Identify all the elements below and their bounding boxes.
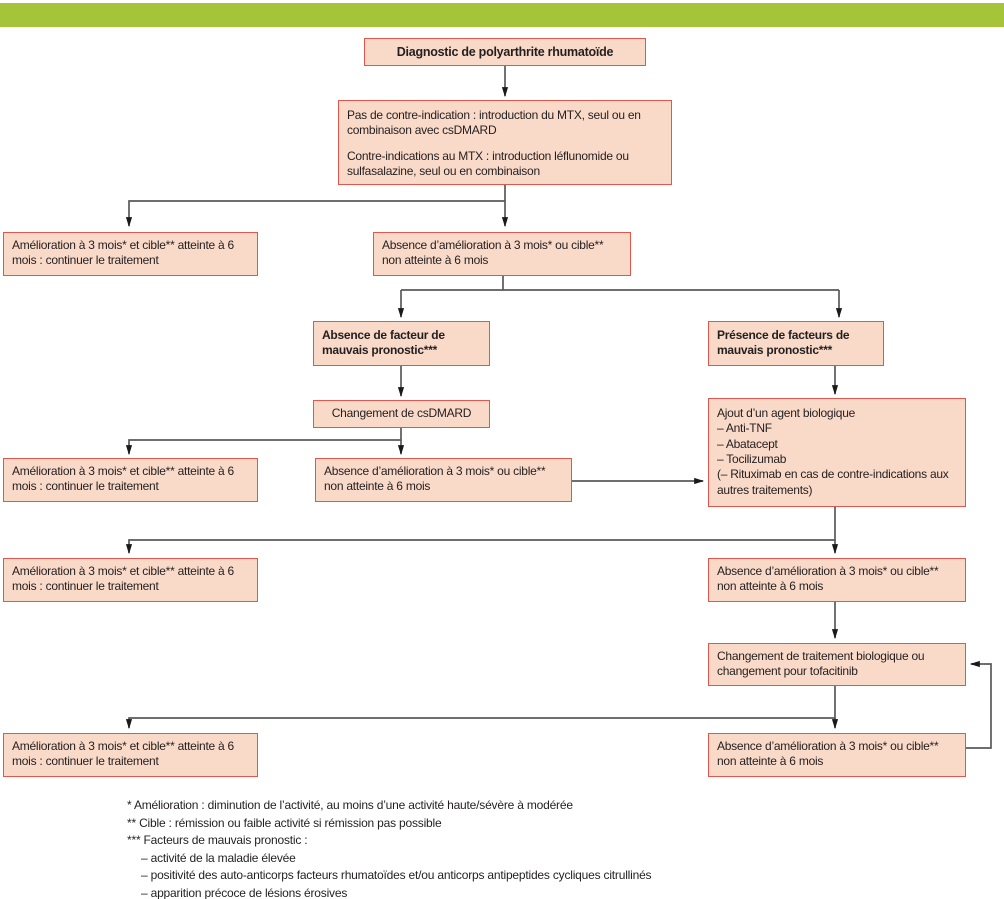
node-diagnosis: Diagnostic de polyarthrite rhumatoïde	[364, 38, 646, 66]
biologic-title: Ajout d’un agent biologique	[717, 406, 856, 420]
connector-changebio-split	[125, 686, 836, 730]
footnote-prognosis-title: *** Facteurs de mauvais pronostic :	[127, 833, 308, 847]
footnote-prognosis-item-1: – activité de la maladie élevée	[141, 850, 296, 865]
node-no-improvement-1: Absence d’amélioration à 3 mois* ou cibl…	[373, 232, 631, 276]
node-no-improvement-4: Absence d’amélioration à 3 mois* ou cibl…	[708, 733, 966, 777]
node-improvement-continue-4: Amélioration à 3 mois* et cible** attein…	[3, 733, 258, 777]
footnotes: * Amélioration : diminution de l’activit…	[127, 797, 652, 899]
mtx-contraindication-text: Contre-indications au MTX : introduction…	[347, 148, 629, 179]
node-change-csdmard: Changement de csDMARD	[313, 400, 490, 428]
footnote-amelioration: * Amélioration : diminution de l’activit…	[127, 798, 573, 812]
biologic-option-tocilizumab: – Tocilizumab	[717, 452, 787, 467]
biologic-option-rituximab: (– Rituximab en cas de contre-indication…	[717, 467, 949, 497]
node-no-improvement-2: Absence d’amélioration à 3 mois* ou cibl…	[315, 458, 572, 502]
node-no-poor-prognosis: Absence de facteur de mauvais pronostic*…	[313, 321, 490, 366]
node-no-improvement-3: Absence d’amélioration à 3 mois* ou cibl…	[708, 558, 966, 602]
node-improvement-continue-1: Amélioration à 3 mois* et cible** attein…	[3, 232, 258, 276]
node-mtx-introduction: Pas de contre-indication : introduction …	[338, 100, 672, 186]
footnote-prognosis-item-3: – apparition précoce de lésions érosives	[141, 885, 348, 899]
footnote-cible: ** Cible : rémission ou faible activité …	[127, 815, 442, 830]
biologic-option-anti-tnf: – Anti-TNF	[717, 421, 772, 436]
arrow-feedback-loop	[966, 660, 992, 749]
connector-csdmard-split	[125, 428, 402, 456]
header-bar	[0, 3, 1004, 27]
biologic-option-abatacept: – Abatacept	[717, 436, 778, 451]
node-add-biologic: Ajout d’un agent biologique – Anti-TNF –…	[708, 398, 966, 507]
connector-intro-split	[125, 185, 506, 228]
connector-biologic-split	[125, 507, 836, 555]
node-change-biologic: Changement de traitement biologique ou c…	[708, 643, 966, 686]
node-improvement-continue-3: Amélioration à 3 mois* et cible** attein…	[3, 558, 258, 602]
node-improvement-continue-2: Amélioration à 3 mois* et cible** attein…	[3, 458, 258, 502]
footnote-prognosis-item-2: – positivité des auto-anticorps facteurs…	[141, 868, 652, 882]
node-poor-prognosis: Présence de facteurs de mauvais pronosti…	[708, 321, 884, 366]
mtx-no-contraindication-text: Pas de contre-indication : introduction …	[347, 108, 641, 138]
